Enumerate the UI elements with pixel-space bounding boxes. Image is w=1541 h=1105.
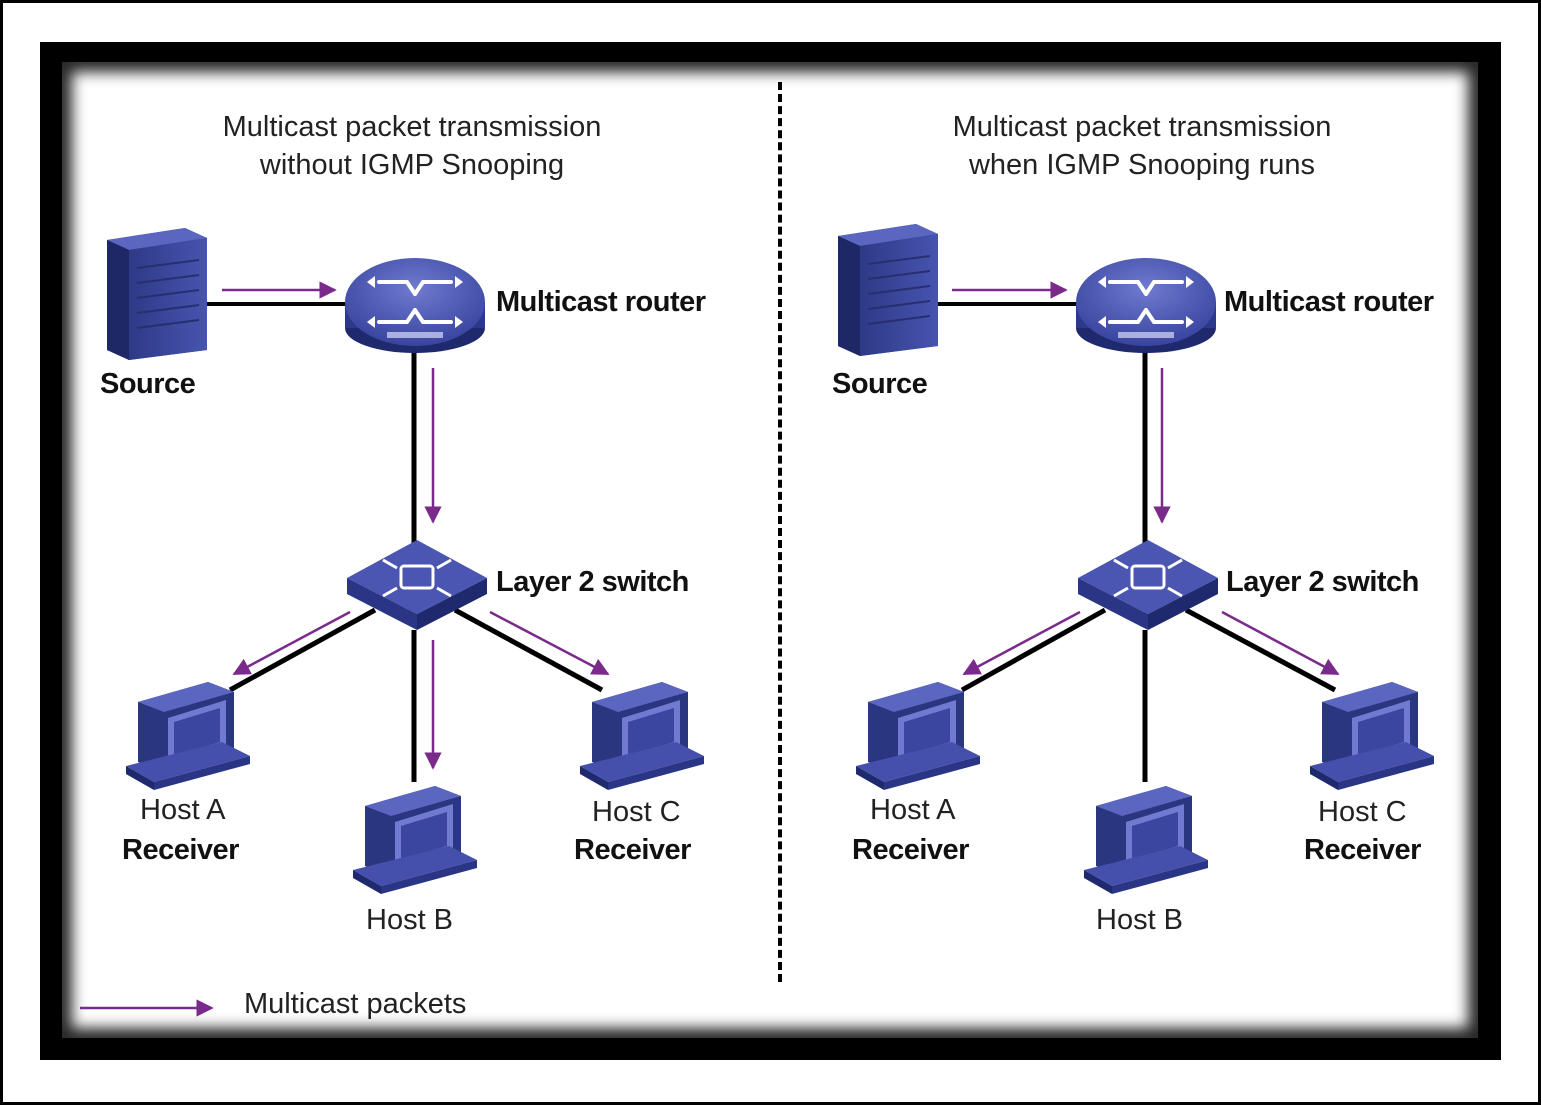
left-title-line1: Multicast packet transmission bbox=[222, 111, 602, 143]
right-title: Multicast packet transmission when IGMP … bbox=[862, 108, 1422, 184]
left-host-c-role: Receiver bbox=[574, 834, 691, 866]
right-host-c-icon bbox=[1310, 682, 1434, 790]
right-source-server-icon bbox=[837, 223, 939, 357]
left-source-server-icon bbox=[106, 227, 208, 361]
right-router-label: Multicast router bbox=[1224, 286, 1434, 318]
right-router-icon bbox=[1074, 256, 1218, 355]
right-title-line2: when IGMP Snooping runs bbox=[968, 149, 1316, 181]
diagram-panel bbox=[62, 62, 1478, 1038]
right-source-label: Source bbox=[832, 368, 928, 400]
left-title-line2: without IGMP Snooping bbox=[259, 149, 565, 181]
left-host-c-icon bbox=[580, 682, 704, 790]
left-host-a-role: Receiver bbox=[122, 834, 239, 866]
left-links bbox=[205, 302, 604, 782]
left-title: Multicast packet transmission without IG… bbox=[132, 108, 692, 184]
center-divider bbox=[778, 82, 782, 982]
right-multicast-arrows bbox=[952, 281, 1340, 676]
right-links bbox=[937, 302, 1337, 782]
left-host-a-label: Host A bbox=[140, 794, 226, 826]
left-switch-label: Layer 2 switch bbox=[496, 566, 689, 598]
right-host-c-role: Receiver bbox=[1304, 834, 1421, 866]
right-host-c-label: Host C bbox=[1318, 796, 1407, 828]
left-host-c-label: Host C bbox=[592, 796, 681, 828]
right-switch-label: Layer 2 switch bbox=[1226, 566, 1419, 598]
right-host-a-icon bbox=[856, 682, 980, 790]
left-router-label: Multicast router bbox=[496, 286, 706, 318]
right-host-b-icon bbox=[1084, 786, 1208, 894]
left-host-a-icon bbox=[126, 682, 250, 790]
right-host-a-label: Host A bbox=[870, 794, 956, 826]
left-host-b-label: Host B bbox=[366, 904, 454, 936]
legend-label: Multicast packets bbox=[244, 988, 467, 1020]
right-host-b-label: Host B bbox=[1096, 904, 1184, 936]
right-title-line1: Multicast packet transmission bbox=[952, 111, 1332, 143]
left-multicast-arrows bbox=[222, 281, 610, 770]
right-host-a-role: Receiver bbox=[852, 834, 969, 866]
left-router-icon bbox=[343, 256, 487, 355]
left-host-b-icon bbox=[353, 786, 477, 894]
left-source-label: Source bbox=[100, 368, 196, 400]
